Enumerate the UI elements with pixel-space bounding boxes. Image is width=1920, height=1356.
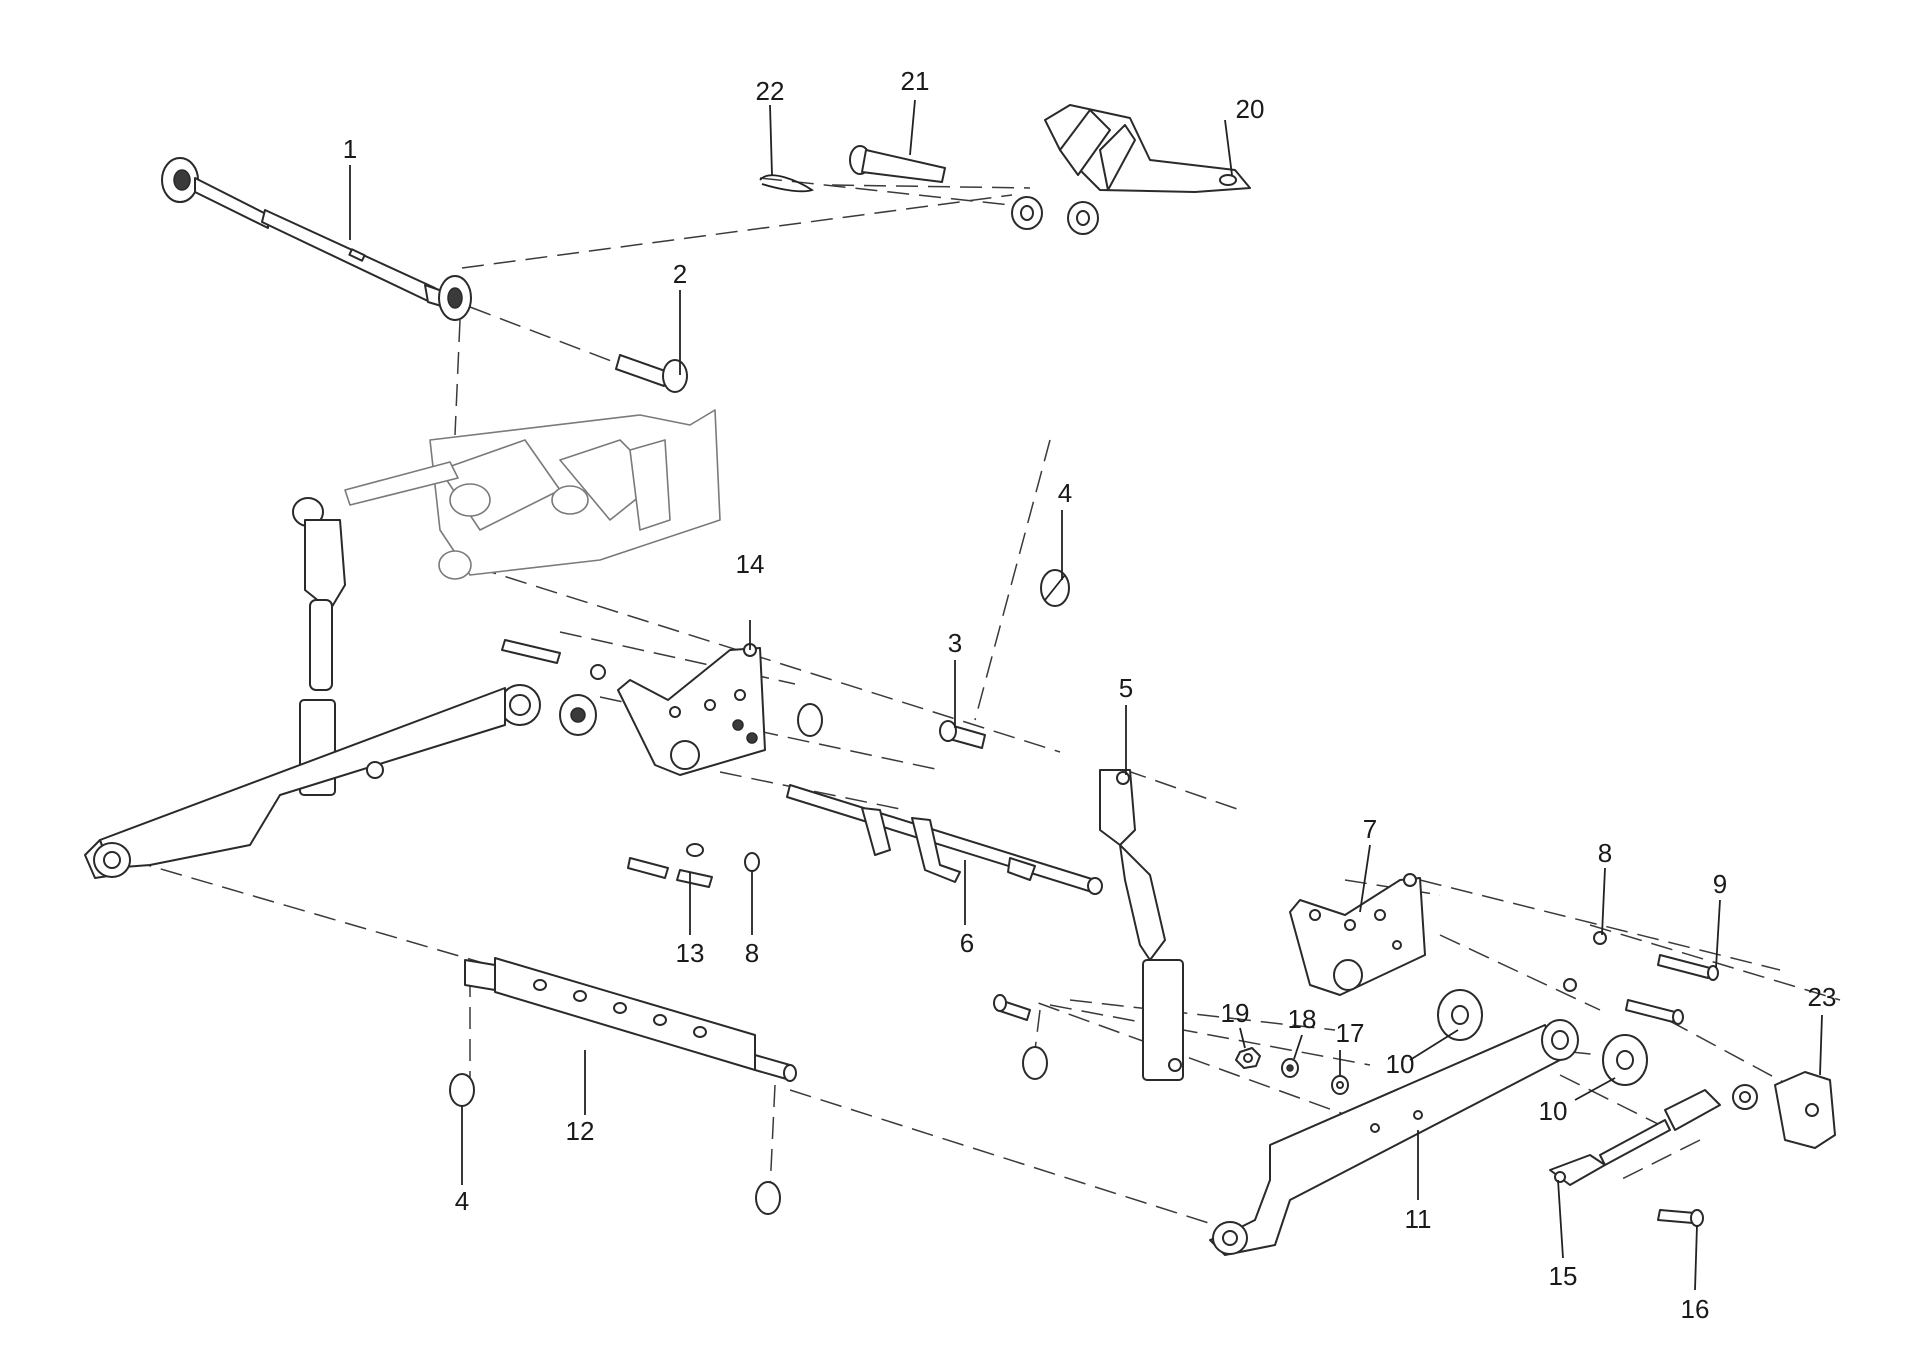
callout-1: 1: [343, 134, 357, 164]
bolt-9: [1563, 931, 1719, 1025]
top-bracket: [1011, 104, 1251, 235]
lift-housing: [344, 409, 721, 580]
callout-10-left: 10: [1386, 1049, 1415, 1079]
callout-12: 12: [566, 1116, 595, 1146]
r-clip-22: [759, 174, 815, 193]
drawbar: [464, 957, 797, 1082]
lower-link-right: [1209, 1019, 1579, 1256]
lower-link-left: [84, 684, 597, 879]
r-clip-mid: [797, 703, 823, 737]
callout-18: 18: [1288, 1004, 1317, 1034]
callout-5: 5: [1119, 673, 1133, 703]
washer-18: [1281, 1058, 1299, 1078]
callout-2: 2: [673, 259, 687, 289]
bolt-16: [1657, 1209, 1704, 1227]
callout-4-lower: 4: [455, 1186, 469, 1216]
callout-9: 9: [1713, 869, 1727, 899]
cross-shaft: [786, 784, 1103, 895]
callout-leaders: [349, 99, 1823, 1291]
r-clip-lower-left: [449, 1073, 475, 1107]
callout-15: 15: [1549, 1261, 1578, 1291]
bracket-plate-left: [617, 643, 766, 776]
washer-10-right: [1602, 1034, 1648, 1086]
bracket-plate-right: [1289, 873, 1426, 996]
callout-17: 17: [1336, 1018, 1365, 1048]
lift-rod-right: [1099, 769, 1184, 1081]
bolt-top: [501, 639, 606, 680]
callout-22: 22: [756, 76, 785, 106]
callout-14: 14: [736, 549, 765, 579]
clevis-pin: [849, 145, 946, 183]
callout-6: 6: [960, 928, 974, 958]
callout-13: 13: [676, 938, 705, 968]
washer-10-left: [1437, 989, 1483, 1041]
callout-23: 23: [1808, 982, 1837, 1012]
callout-8-left: 8: [745, 938, 759, 968]
callout-8-right: 8: [1598, 838, 1612, 868]
r-clip-upper: [1040, 569, 1070, 607]
top-link: [161, 157, 472, 321]
callout-21: 21: [901, 66, 930, 96]
bolt-mid: [993, 994, 1048, 1080]
callout-3: 3: [948, 628, 962, 658]
callout-16: 16: [1681, 1294, 1710, 1324]
callout-19: 19: [1221, 998, 1250, 1028]
pin-2: [615, 354, 688, 393]
callout-11: 11: [1405, 1204, 1432, 1234]
bolt-13: [627, 843, 760, 888]
callout-4-upper: 4: [1058, 478, 1072, 508]
washer-17: [1331, 1075, 1349, 1095]
callout-20: 20: [1236, 94, 1265, 124]
callout-7: 7: [1363, 814, 1377, 844]
assembly-lines: [129, 177, 1841, 1226]
pin-3: [939, 720, 986, 749]
r-clip-lower-right: [755, 1181, 781, 1215]
bracket-23: [1774, 1071, 1836, 1149]
callout-labels: 1 2 3 4 4 5 6 7 8 8 9 10 10 11 12 13 14 …: [343, 66, 1837, 1324]
callout-10-right: 10: [1539, 1096, 1568, 1126]
nut-19: [1235, 1047, 1261, 1069]
stabilizer: [1549, 1084, 1758, 1186]
